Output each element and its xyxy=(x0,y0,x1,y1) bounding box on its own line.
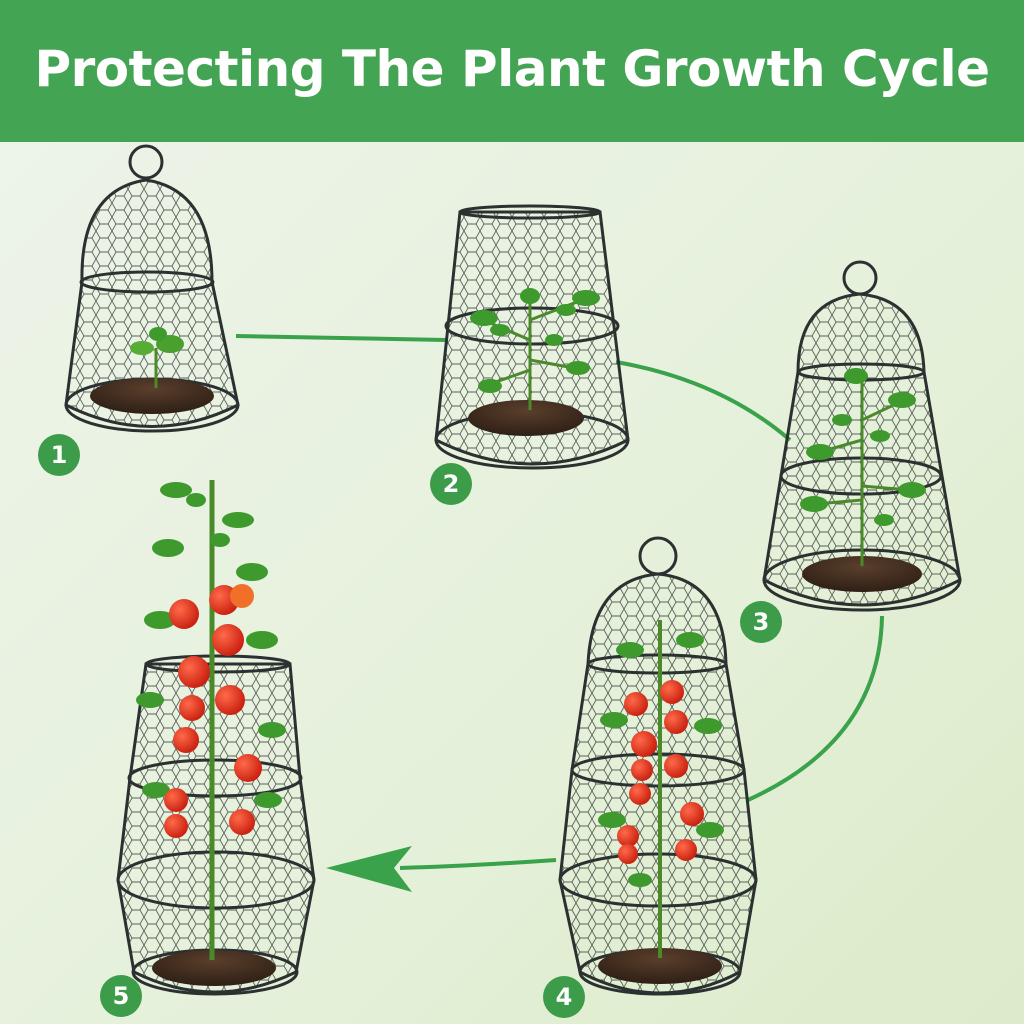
stage-3-cage xyxy=(762,260,962,612)
page-title: Protecting The Plant Growth Cycle xyxy=(34,40,990,98)
stage-1-badge: 1 xyxy=(38,434,80,476)
stage-3-badge: 3 xyxy=(740,601,782,643)
stage-4-badge: 4 xyxy=(543,976,585,1018)
title-banner: Protecting The Plant Growth Cycle xyxy=(0,0,1024,142)
cycle-connector xyxy=(235,334,884,870)
stage-5-cage xyxy=(116,480,316,996)
stage-4-cage xyxy=(558,536,758,996)
stage-5-plant xyxy=(136,480,286,986)
arrow-left-icon xyxy=(326,846,412,892)
stage-2-badge: 2 xyxy=(430,463,472,505)
stage-1-cage xyxy=(64,144,240,433)
stage-5-badge: 5 xyxy=(100,975,142,1017)
stage-2-cage xyxy=(434,204,630,470)
stage-4-plant xyxy=(598,620,724,984)
stage-2-plant xyxy=(468,288,600,436)
stage-3-plant xyxy=(800,368,926,592)
stage-1-plant xyxy=(90,327,214,414)
